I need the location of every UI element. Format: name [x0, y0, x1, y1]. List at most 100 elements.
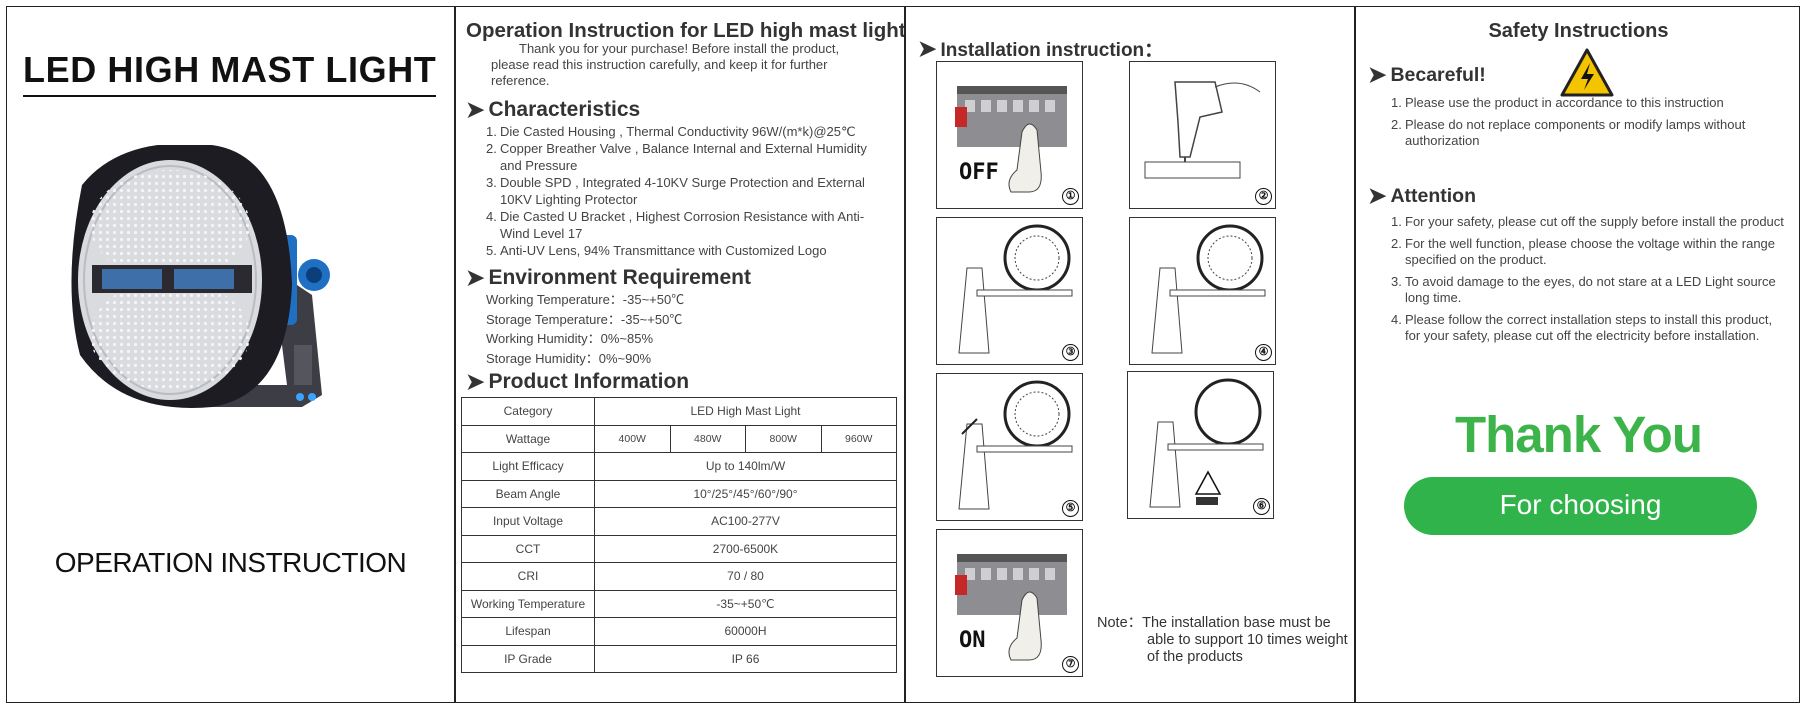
table-cell-value: 2700-6500K: [594, 534, 897, 563]
table-row: Working Temperature-35~+50℃: [461, 589, 897, 618]
table-cell-label: CRI: [461, 562, 595, 591]
table-cell-value: Up to 140lm/W: [594, 452, 897, 481]
table-cell-label: Lifespan: [461, 617, 595, 646]
install-step-6: ⑥: [1127, 371, 1274, 519]
install-step-2: ②: [1129, 61, 1276, 209]
safety-title: Safety Instructions: [1488, 20, 1669, 42]
thank-you-text: Thank You: [1455, 406, 1703, 463]
table-cell-value: 10°/25°/45°/60°/90°: [594, 479, 897, 508]
table-cell-value: 70 / 80: [594, 562, 897, 591]
operation-title: Operation Instruction for LED high mast …: [466, 19, 906, 42]
environment-list: Working Temperature：-35~+50℃ Storage Tem…: [486, 290, 684, 368]
list-item: 2.For the well function, please choose t…: [1391, 235, 1776, 268]
table-cell-label: Working Temperature: [461, 589, 595, 618]
product-heading: ➤ Product Information: [466, 369, 689, 395]
becareful-heading: ➤ Becareful!: [1368, 62, 1486, 88]
table-cell-value: 60000H: [594, 617, 897, 646]
table-cell-value: -35~+50℃: [594, 589, 897, 618]
panel-divider: [454, 7, 456, 702]
becareful-list: 1.Please use the product in accordance t…: [1391, 95, 1791, 155]
list-item: 1.Die Casted Housing , Thermal Conductiv…: [486, 124, 856, 139]
safety-panel: Safety Instructions ➤ Becareful! 1.Pleas…: [1356, 7, 1801, 702]
install-step-1: OFF ①: [936, 61, 1083, 209]
for-choosing-banner: For choosing: [1404, 477, 1757, 535]
on-label: ON: [959, 628, 986, 653]
list-item: 2.Please do not replace components or mo…: [1391, 116, 1746, 149]
becareful-heading-label: Becareful!: [1390, 63, 1486, 86]
env-item: Working Humidity：0%~85%: [486, 331, 654, 346]
cover-title: LED HIGH MAST LIGHT: [23, 49, 437, 90]
table-cell-label: Input Voltage: [461, 507, 595, 536]
list-item: 4.Please follow the correct installation…: [1391, 311, 1773, 344]
env-item: Storage Humidity：0%~90%: [486, 350, 652, 366]
env-item: Storage Temperature：-35~+50℃: [486, 311, 683, 327]
table-cell-value: LED High Mast Light: [594, 397, 897, 426]
table-cell-value: 480W: [669, 424, 746, 453]
cover-subtitle: OPERATION INSTRUCTION: [54, 547, 407, 578]
step-number: ⑥: [1253, 498, 1270, 515]
environment-heading: ➤ Environment Requirement: [466, 265, 751, 291]
intro-rest: please read this instruction carefully, …: [491, 57, 828, 88]
install-step-5: ⑤: [936, 373, 1083, 521]
step-number: ③: [1062, 344, 1079, 361]
table-cell-value: AC100-277V: [594, 507, 897, 536]
characteristics-heading-label: Characteristics: [488, 98, 641, 121]
note-first-line: Note：The installation base must be: [1097, 615, 1331, 631]
table-cell-value: 800W: [745, 424, 822, 453]
intro-text: Thank you for your purchase! Before inst…: [491, 41, 881, 89]
mount-light-icon: [1151, 224, 1266, 354]
list-item: 1.Please use the product in accordance t…: [1391, 95, 1724, 110]
high-voltage-warning-icon: [1560, 48, 1614, 97]
environment-heading-label: Environment Requirement: [488, 266, 751, 289]
install-step-3: ③: [936, 217, 1083, 365]
arrow-bullet-icon: ➤: [1368, 183, 1387, 208]
installation-panel: ➤ Installation instruction： OFF ① ②: [906, 7, 1354, 702]
characteristics-list: 1.Die Casted Housing , Thermal Conductiv…: [486, 123, 886, 259]
step-number: ④: [1255, 344, 1272, 361]
mount-light-icon: [958, 380, 1073, 510]
panel-divider: [1354, 7, 1356, 702]
off-label: OFF: [959, 160, 999, 185]
arrow-bullet-icon: ➤: [466, 369, 485, 394]
arrow-bullet-icon: ➤: [1368, 62, 1387, 87]
table-row: Category LED High Mast Light: [461, 397, 897, 426]
table-cell-label: CCT: [461, 534, 595, 563]
table-cell-label: Category: [461, 397, 595, 426]
list-item: 2.Copper Breather Valve , Balance Intern…: [486, 141, 867, 173]
install-step-7: ON ⑦: [936, 529, 1083, 677]
cover-panel: LED HIGH MAST LIGHT: [7, 7, 454, 702]
table-cell-value: 400W: [594, 424, 671, 453]
note-rest: able to support 10 times weight of the p…: [1147, 632, 1348, 665]
list-item: 4.Die Casted U Bracket , Highest Corrosi…: [486, 209, 865, 241]
table-cell-label: Light Efficacy: [461, 452, 595, 481]
operation-panel: Operation Instruction for LED high mast …: [456, 7, 906, 702]
step-number: ⑦: [1062, 656, 1079, 673]
arrow-bullet-icon: ➤: [918, 35, 937, 61]
list-item: 3.To avoid damage to the eyes, do not st…: [1391, 273, 1776, 306]
characteristics-heading: ➤ Characteristics: [466, 97, 640, 123]
table-cell-label: Wattage: [461, 424, 595, 453]
attention-heading: ➤ Attention: [1368, 183, 1476, 209]
panel-divider: [904, 7, 906, 702]
grounding-warning-icon: [1149, 378, 1264, 508]
attention-list: 1.For your safety, please cut off the su…: [1391, 214, 1786, 350]
intro-first-line: Thank you for your purchase! Before inst…: [519, 41, 840, 56]
env-item: Working Temperature：-35~+50℃: [486, 292, 685, 307]
product-spec-table: Category LED High Mast Light Wattage 400…: [461, 397, 897, 673]
arrow-bullet-icon: ➤: [466, 265, 485, 290]
list-item: 5.Anti-UV Lens, 94% Transmittance with C…: [486, 243, 827, 258]
attention-heading-label: Attention: [1390, 184, 1476, 207]
installation-note: Note：The installation base must be able …: [1097, 615, 1357, 666]
step-number: ⑤: [1062, 500, 1079, 517]
table-cell-value: IP 66: [594, 644, 897, 673]
high-mast-light-image: [71, 145, 330, 408]
table-row: Wattage 400W 480W 800W 960W: [461, 424, 897, 453]
title-underline: [23, 95, 436, 97]
arrow-bullet-icon: ➤: [466, 97, 485, 122]
installation-heading-label: Installation instruction：: [940, 40, 1164, 61]
